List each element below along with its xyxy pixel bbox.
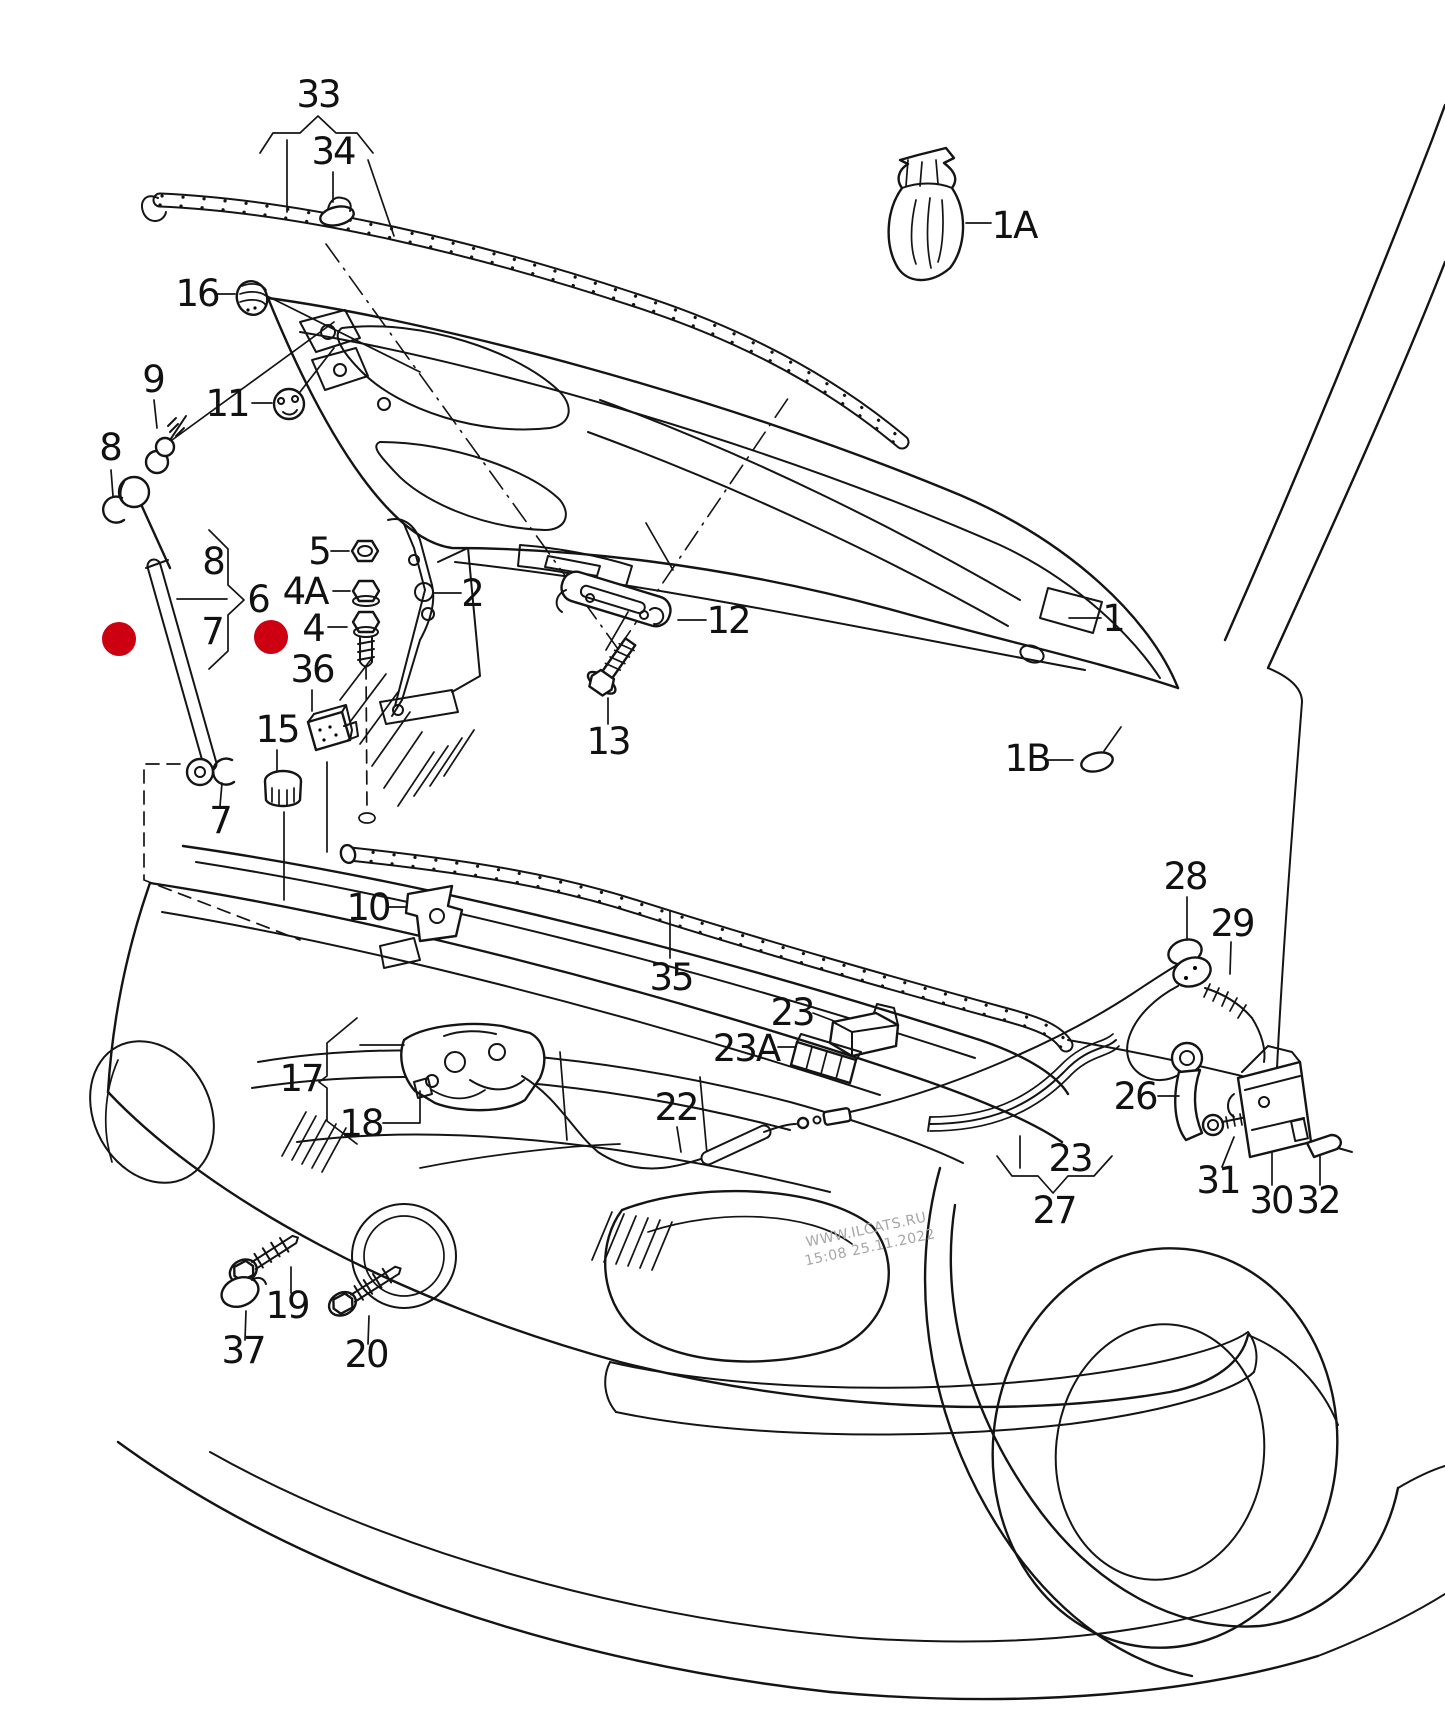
cable-bundle-right (927, 1033, 1120, 1132)
callout-8-group: 8 (202, 540, 224, 583)
callout-4A: 4A (283, 570, 330, 613)
buffer-10 (379, 884, 464, 969)
striker-12 (555, 570, 672, 628)
leader-lines (110, 115, 1321, 1345)
callout-36: 36 (290, 648, 334, 691)
callout-22: 22 (654, 1086, 697, 1129)
grommet-15 (263, 769, 303, 808)
callout-23-lower: 23 (1048, 1137, 1091, 1180)
callout-1B: 1B (1005, 737, 1050, 780)
callout-37: 37 (221, 1329, 264, 1372)
gas-strut (101, 321, 335, 787)
callout-23A: 23A (713, 1027, 781, 1070)
rail-23A (789, 1033, 862, 1085)
clip-32 (1305, 1133, 1353, 1159)
latch-30 (1227, 1045, 1313, 1159)
nut-5 (350, 539, 380, 563)
callout-5: 5 (308, 530, 330, 573)
bolt-13 (586, 637, 637, 697)
bag-1A (887, 146, 965, 282)
plug-37 (220, 1275, 267, 1309)
spring-29 (1203, 983, 1266, 1063)
callout-10: 10 (346, 886, 390, 929)
red-markers (102, 620, 288, 656)
bolt-4A (351, 579, 381, 607)
callout-1: 1 (1102, 597, 1124, 640)
callout-27: 27 (1032, 1189, 1075, 1232)
callout-30: 30 (1249, 1179, 1293, 1222)
callout-34: 34 (311, 130, 355, 173)
car-body (89, 103, 1445, 1701)
callout-labels: 33 34 16 9 11 8 8 6 7 7 5 4A 4 2 36 15 1… (99, 73, 1341, 1376)
callout-28: 28 (1163, 855, 1207, 898)
callout-11: 11 (205, 382, 248, 425)
callout-32: 32 (1296, 1179, 1339, 1222)
callout-23-upper: 23 (770, 991, 813, 1034)
callout-16: 16 (175, 272, 219, 315)
grommet-16 (235, 280, 269, 316)
clip-23 (828, 1003, 900, 1058)
cable-22 (419, 961, 1183, 1170)
watermark: WWW.ILCATS.RU 15:08 25.11.2022 (803, 1210, 936, 1270)
callout-18: 18 (339, 1102, 383, 1145)
callout-13: 13 (586, 720, 629, 763)
callout-2: 2 (461, 572, 483, 615)
callout-29: 29 (1210, 902, 1253, 945)
hood-lock-17 (400, 1022, 546, 1112)
plug-1B (1080, 751, 1114, 773)
callout-31: 31 (1196, 1159, 1239, 1202)
hood-hinge (339, 518, 481, 807)
release-handle-26 (1170, 1041, 1204, 1142)
callout-1A: 1A (992, 204, 1039, 247)
callout-17: 17 (279, 1057, 322, 1100)
callout-12: 12 (706, 599, 749, 642)
callout-8-upper: 8 (99, 426, 121, 469)
callout-4: 4 (302, 607, 324, 650)
callout-7-lower: 7 (209, 799, 231, 842)
seal-strip-33 (140, 192, 910, 450)
callout-7-group: 7 (201, 610, 223, 653)
hood-panel (266, 296, 1180, 690)
seal-strip-35 (339, 843, 1074, 1053)
red-marker (102, 622, 136, 656)
callout-33: 33 (296, 73, 339, 116)
callout-15: 15 (255, 708, 298, 751)
clip-34 (319, 196, 355, 227)
red-marker (254, 620, 288, 654)
clip-36 (306, 704, 359, 752)
screw-20 (327, 1265, 402, 1317)
grommet-11 (272, 387, 306, 421)
bolt-4 (351, 610, 381, 668)
callout-35: 35 (649, 956, 692, 999)
callout-9: 9 (142, 358, 164, 401)
callout-19: 19 (265, 1284, 308, 1327)
callout-20: 20 (344, 1333, 388, 1376)
callout-26: 26 (1113, 1075, 1157, 1118)
callout-6: 6 (247, 578, 269, 621)
